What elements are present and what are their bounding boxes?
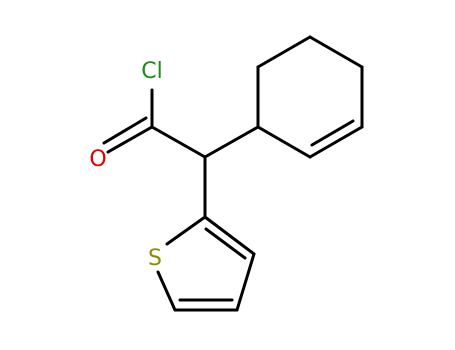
- cyclohexene-bond-5: [308, 125, 364, 159]
- cyclohexene-bond-5b: [310, 119, 355, 147]
- cyclohexene-bond-2: [256, 35, 312, 69]
- atom-label-cl: Cl: [141, 59, 162, 84]
- bond-c-o-2: [102, 116, 148, 145]
- bond-c-ch: [150, 125, 207, 159]
- atom-label-o: O: [89, 147, 106, 172]
- cyclohexene-bond-6: [256, 125, 312, 159]
- cyclohexene-bond-3: [308, 35, 364, 69]
- thiophene-bond-c3-c2b: [204, 227, 247, 260]
- thiophene-bond-s-c5: [156, 270, 177, 312]
- thiophene-bond-c3-c2: [203, 215, 256, 256]
- bond-ch-ring: [203, 125, 260, 159]
- thiophene-bond-c4-c3: [235, 252, 256, 312]
- atom-label-s: S: [148, 246, 162, 271]
- bond-c-o-1: [106, 125, 154, 154]
- thiophene-bond-c2-s: [165, 215, 207, 246]
